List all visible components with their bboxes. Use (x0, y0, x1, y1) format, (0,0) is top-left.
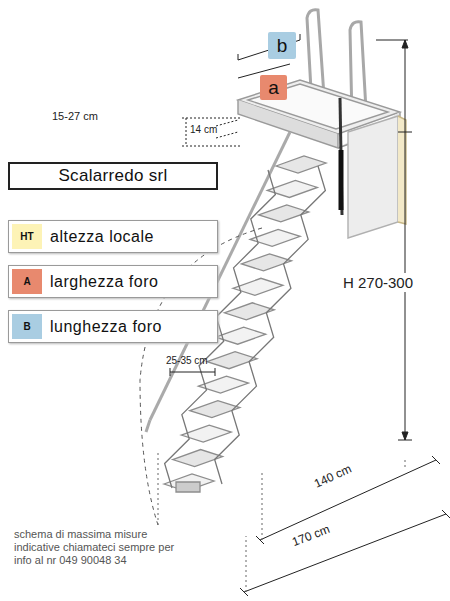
legend-box: HT altezza locale (8, 220, 218, 253)
legend-key: A (12, 269, 42, 294)
dimension-tag: b (268, 32, 296, 59)
legend-key: HT (12, 224, 42, 249)
ladder-foot (176, 482, 200, 492)
ladder-step (164, 474, 214, 491)
node-text: larghezza foro (50, 273, 158, 291)
ladder-step (276, 156, 326, 173)
note-text: schema di massima misure indicative chia… (14, 528, 179, 568)
ladder-step (190, 401, 240, 418)
dimension-label: 15-27 cm (52, 110, 98, 122)
ladder-step (259, 205, 309, 222)
ladder-rail (215, 166, 326, 484)
node-text: a (268, 77, 279, 99)
node-text: lunghezza foro (50, 318, 162, 336)
dimension-label: 140 cm (312, 462, 354, 491)
dimension-label: H 270-300 (340, 273, 416, 292)
dimension-label: 25-35 cm (166, 355, 208, 366)
node-text: altezza locale (50, 228, 154, 246)
legend-box: Alarghezza foro (8, 265, 218, 298)
legend-box: Blunghezza foro (8, 310, 218, 343)
dimension-label: 14 cm (190, 124, 217, 135)
ladder-step (207, 352, 257, 369)
ladder-step (224, 303, 274, 320)
dimension-label: 170 cm (290, 522, 332, 549)
node-text: b (277, 35, 288, 57)
brand-box: Scalarredo srl (8, 162, 218, 190)
ladder-step (173, 450, 223, 467)
dimension-tag: a (260, 75, 287, 100)
legend-key: B (12, 314, 42, 339)
node-text: Scalarredo srl (58, 166, 167, 186)
ladder-step (242, 254, 292, 271)
